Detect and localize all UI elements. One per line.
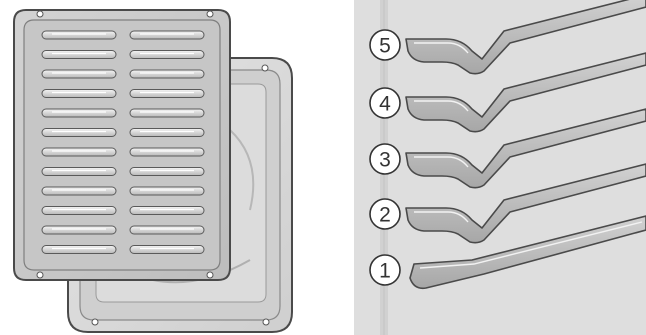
grid-slot (41, 108, 117, 118)
grid-slot (41, 69, 117, 79)
rack-rail-3 (405, 108, 646, 189)
rack-rail-highlight (414, 211, 469, 223)
grid-slot (129, 50, 205, 59)
rivet-icon (206, 10, 214, 18)
grid-slot (129, 30, 205, 40)
rivet-icon (36, 271, 44, 279)
grid-slot (41, 50, 117, 59)
rack-position-badge (369, 198, 401, 230)
grid-slot (129, 245, 205, 254)
rack-rail-highlight (414, 156, 469, 168)
broil-pan-figure (13, 9, 293, 333)
grid-slot (41, 245, 117, 254)
grid-slot (129, 128, 205, 137)
grid-slot (41, 186, 117, 196)
broil-grid (13, 9, 231, 281)
rack-position-badge (369, 29, 401, 61)
rack-position-badge (369, 87, 401, 119)
rivet-icon (261, 64, 269, 72)
grid-slot (41, 30, 117, 40)
rack-rail-2 (405, 163, 646, 244)
rack-rail-highlight (419, 221, 643, 269)
grid-slot (41, 225, 117, 235)
rack-position-label: 4 (379, 93, 391, 116)
grid-slot (129, 206, 205, 215)
rivet-icon (262, 318, 270, 326)
grid-slot (129, 167, 205, 176)
rack-position-badge (369, 254, 401, 286)
grid-slot (129, 225, 205, 235)
grid-slot (41, 206, 117, 215)
rack-position-label: 5 (379, 35, 391, 58)
grid-slot (41, 128, 117, 137)
grid-slot (129, 89, 205, 98)
grid-slot (41, 89, 117, 98)
rack-rail-highlight (414, 100, 469, 112)
grid-slot (129, 69, 205, 79)
grid-slot (41, 147, 117, 157)
rack-rail-5 (405, 0, 646, 75)
grid-slot (129, 186, 205, 196)
rack-positions-figure: 5 4 3 2 1 (354, 0, 646, 335)
grid-slot (129, 147, 205, 157)
rivet-icon (206, 271, 214, 279)
rack-position-label: 2 (379, 204, 391, 227)
rack-rail-4 (405, 52, 646, 133)
rivet-icon (91, 318, 99, 326)
rack-position-label: 1 (379, 260, 391, 283)
rack-rail-1 (409, 215, 646, 290)
grid-slot (41, 167, 117, 176)
grid-slot (129, 108, 205, 118)
rack-position-badge (369, 143, 401, 175)
rack-position-label: 3 (379, 149, 391, 172)
rivet-icon (36, 10, 44, 18)
rack-rail-highlight (414, 42, 469, 54)
